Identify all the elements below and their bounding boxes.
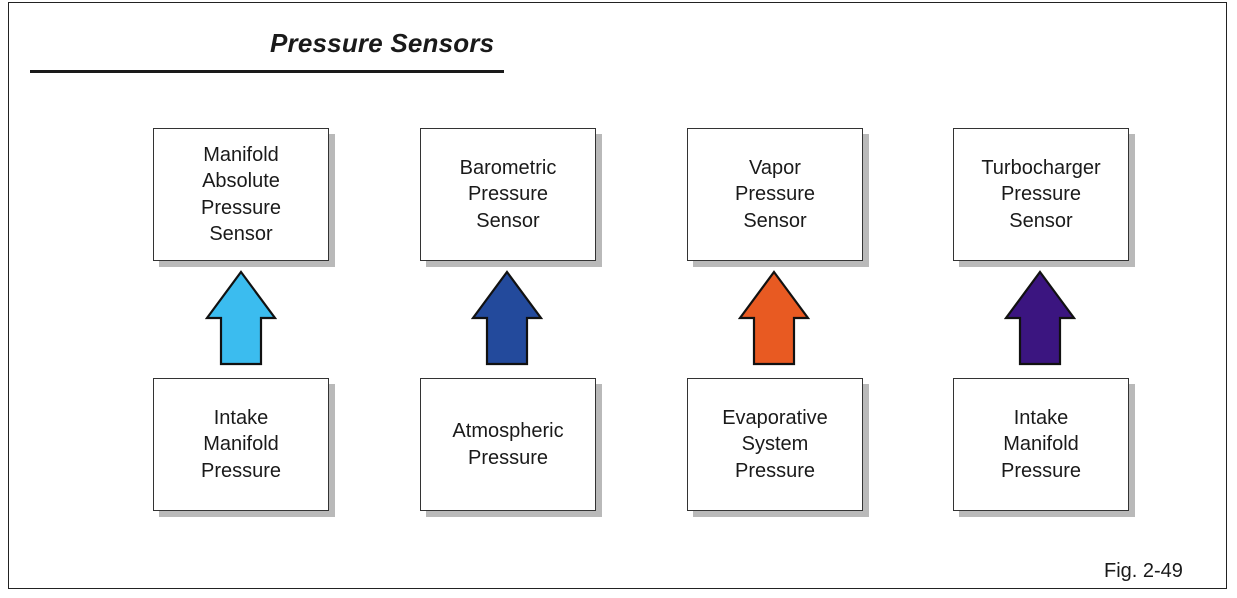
source-box-intake-manifold-turbo: Intake Manifold Pressure [953,378,1129,511]
sensor-box-map: Manifold Absolute Pressure Sensor [153,128,329,261]
sensor-label: Vapor Pressure Sensor [734,156,816,232]
figure-label: Fig. 2-49 [1104,560,1183,582]
figure-frame [8,2,1227,589]
source-label: Evaporative System Pressure [722,406,828,482]
diagram-title: Pressure Sensors [270,28,495,58]
sensor-label: Turbocharger Pressure Sensor [981,156,1101,232]
source-box-intake-manifold: Intake Manifold Pressure [153,378,329,511]
up-arrow-icon [738,270,810,366]
sensor-box-turbocharger: Turbocharger Pressure Sensor [953,128,1129,261]
arrow-shape [1004,270,1076,366]
up-arrow-icon [1004,270,1076,366]
sensor-label: Barometric Pressure Sensor [459,156,557,232]
source-label: Intake Manifold Pressure [1000,406,1082,482]
source-label: Intake Manifold Pressure [200,406,282,482]
up-arrow-icon [205,270,277,366]
arrow-shape [205,270,277,366]
arrow-shape [738,270,810,366]
sensor-box-vapor: Vapor Pressure Sensor [687,128,863,261]
arrow-shape [471,270,543,366]
source-box-evaporative: Evaporative System Pressure [687,378,863,511]
source-label: Atmospheric Pressure [452,420,564,469]
sensor-label: Manifold Absolute Pressure Sensor [200,143,282,246]
up-arrow-icon [471,270,543,366]
sensor-box-barometric: Barometric Pressure Sensor [420,128,596,261]
title-underline [30,70,504,73]
source-box-atmospheric: Atmospheric Pressure [420,378,596,511]
